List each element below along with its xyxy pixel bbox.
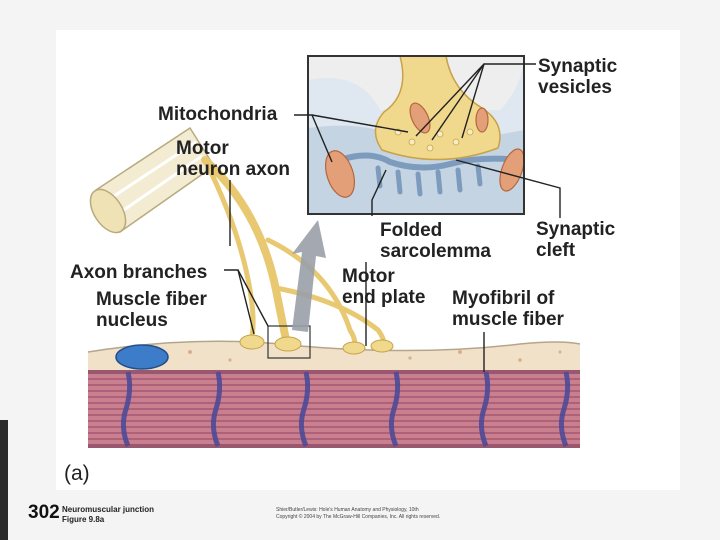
part-label: (a) (64, 462, 90, 485)
label-motor-end-plate: Motor end plate (342, 266, 426, 308)
inset-marker (267, 325, 311, 359)
label-folded-sarcolemma: Folded sarcolemma (380, 220, 491, 262)
label-synaptic-cleft: Synaptic cleft (536, 219, 616, 261)
label-axon-branches: Axon branches (70, 262, 208, 283)
myofibrils (88, 370, 580, 448)
label-mitochondria: Mitochondria (158, 104, 278, 125)
muscle-fiber-nucleus-shape (115, 344, 169, 370)
figure-title: Neuromuscular junction Figure 9.8a (62, 505, 155, 524)
leader-lines (224, 63, 561, 372)
left-edge-strip (0, 420, 8, 540)
sarcoplasm (88, 341, 580, 372)
inset-frame (307, 55, 525, 215)
label-myofibril: Myofibril of muscle fiber (452, 288, 564, 330)
zoom-arrow-icon (292, 220, 326, 332)
label-motor-neuron-axon: Motor neuron axon (176, 138, 291, 180)
label-muscle-fiber-nucleus: Muscle fiber nucleus (96, 289, 207, 331)
inset-magnified-junction (308, 56, 524, 214)
axon-sheath (89, 126, 216, 234)
page-number: 302 (28, 502, 60, 523)
label-synaptic-vesicles: Synaptic vesicles (538, 56, 618, 98)
copyright-credit: Shier/Butler/Lewis: Hole's Human Anatomy… (276, 507, 441, 520)
